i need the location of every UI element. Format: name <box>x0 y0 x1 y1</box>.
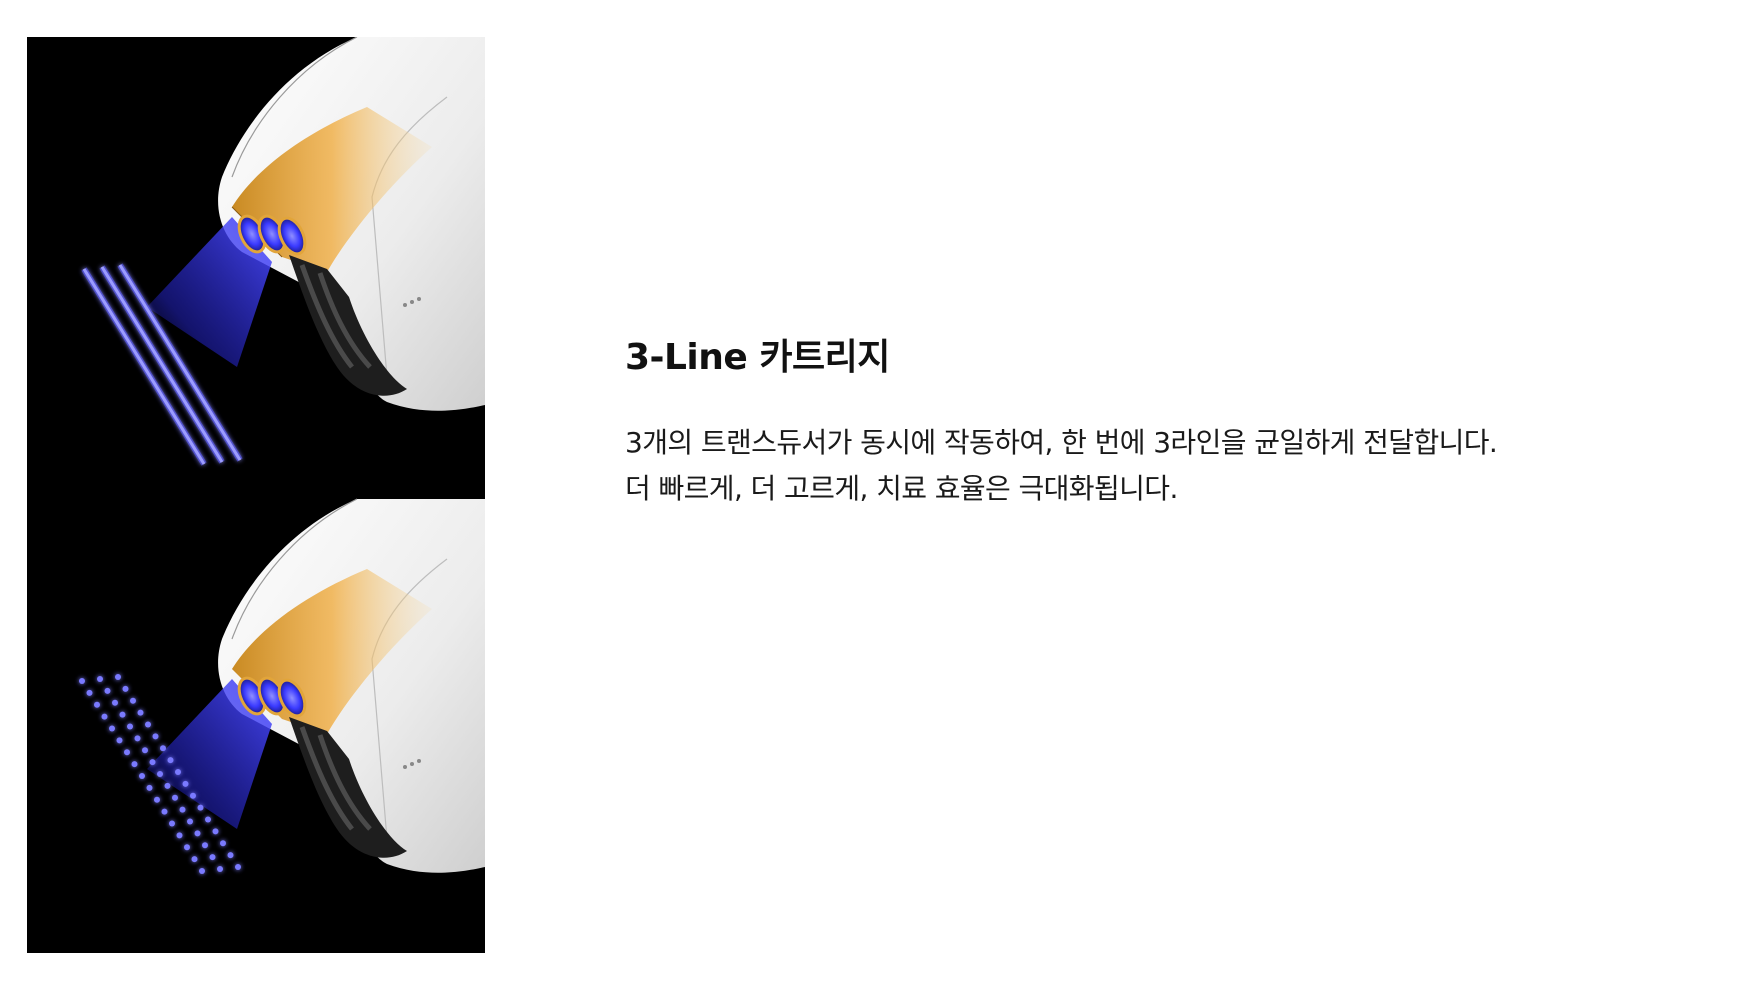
pattern-dot <box>142 747 148 754</box>
pattern-dot <box>184 844 190 851</box>
pattern-dot <box>119 711 126 718</box>
pattern-dot <box>149 759 156 766</box>
device-illustration-svg <box>79 37 485 874</box>
pattern-dot <box>205 816 211 823</box>
pattern-dot <box>109 725 115 732</box>
pattern-dot <box>97 676 103 682</box>
pattern-dot <box>122 685 129 692</box>
pattern-dot <box>190 792 196 799</box>
description-line: 3개의 트랜스듀서가 동시에 작동하여, 한 번에 3라인을 균일하게 전달합니… <box>625 426 1498 459</box>
product-description: 3개의 트랜스듀서가 동시에 작동하여, 한 번에 3라인을 균일하게 전달합니… <box>625 420 1705 512</box>
pattern-dot <box>112 699 118 706</box>
pattern-dot <box>172 794 178 801</box>
pattern-dot <box>86 689 93 696</box>
pattern-dot <box>79 678 85 684</box>
pattern-dot <box>176 832 183 839</box>
pattern-dot <box>217 866 223 872</box>
pattern-dot <box>209 854 216 861</box>
dot-mode-panel <box>79 498 485 874</box>
pattern-dot <box>134 735 141 742</box>
pattern-dot <box>179 806 186 813</box>
product-illustration <box>27 37 485 953</box>
pattern-dot <box>220 840 226 847</box>
pattern-dot <box>116 737 123 744</box>
pattern-dot <box>197 804 204 811</box>
pattern-dot <box>124 749 130 756</box>
pattern-dot <box>169 820 175 827</box>
pattern-dot <box>94 701 100 708</box>
pattern-dot <box>182 780 189 787</box>
pattern-dot <box>235 864 241 870</box>
pattern-dot <box>137 709 144 716</box>
pattern-dot <box>154 796 160 803</box>
pattern-dot <box>199 868 205 874</box>
pattern-dot <box>175 769 181 775</box>
pattern-dot <box>130 697 136 704</box>
pattern-dot <box>191 856 198 863</box>
product-description-block: 3-Line 카트리지 3개의 트랜스듀서가 동시에 작동하여, 한 번에 3라… <box>625 334 1705 512</box>
pattern-dot <box>164 782 171 789</box>
pattern-dot <box>131 761 138 768</box>
pattern-dot <box>152 733 159 740</box>
line-mode-panel <box>81 37 485 466</box>
pattern-dot <box>139 773 145 779</box>
pattern-dot <box>146 784 153 791</box>
pattern-dot <box>104 687 111 694</box>
description-line: 더 빠르게, 더 고르게, 치료 효율은 극대화됩니다. <box>625 472 1178 505</box>
pattern-dot <box>145 721 151 728</box>
pattern-dot <box>187 818 193 825</box>
pattern-dot <box>167 757 174 764</box>
product-title: 3-Line 카트리지 <box>625 337 890 378</box>
pattern-dot <box>227 852 234 859</box>
pattern-dot <box>157 771 163 777</box>
pattern-dot <box>115 674 121 680</box>
three-line-pattern <box>81 263 243 466</box>
pattern-dot <box>101 713 108 720</box>
pattern-dot <box>160 745 166 752</box>
pattern-dot <box>212 828 219 835</box>
three-dot-row-pattern <box>79 674 241 874</box>
pattern-dot <box>127 723 133 730</box>
pattern-dot <box>202 842 208 849</box>
pattern-dot <box>194 830 201 837</box>
pattern-dot <box>161 808 168 815</box>
